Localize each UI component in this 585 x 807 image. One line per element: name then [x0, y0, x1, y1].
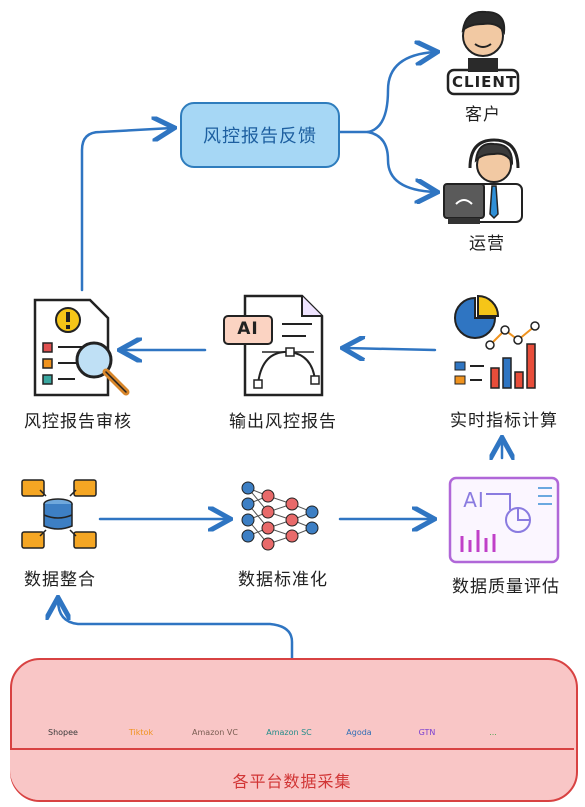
- platform-label: Amazon SC: [266, 728, 312, 737]
- client-badge: CLIENT: [452, 73, 518, 91]
- arrow-to-client: [366, 52, 435, 134]
- platform-panel-title: 各平台数据采集: [232, 772, 352, 791]
- output-label: 输出风控报告: [229, 412, 337, 432]
- flow-arrows: [58, 52, 502, 660]
- operator-icon: [443, 138, 523, 224]
- arrow-metrics-to-output: [345, 348, 437, 350]
- platform-label: ...: [489, 728, 497, 737]
- standardize-label: 数据标准化: [238, 570, 328, 590]
- platform-label: Agoda: [346, 728, 372, 737]
- platform-label: Amazon VC: [192, 728, 238, 737]
- client-label: 客户: [465, 105, 501, 125]
- integrate-label: 数据整合: [24, 570, 96, 590]
- quality-ai-badge: AI: [463, 488, 485, 512]
- ai-badge: AI: [237, 319, 259, 339]
- arrow-platforms-to-integrate: [58, 600, 294, 660]
- neural-network-icon: [241, 481, 319, 551]
- arrow-to-ops: [366, 130, 435, 192]
- platform-panel-footer: [10, 748, 574, 800]
- report-audit-icon: [33, 298, 130, 397]
- data-integration-icon: [21, 479, 97, 549]
- platform-label: Tiktok: [128, 728, 154, 737]
- ai-dashboard-icon: [448, 476, 560, 564]
- feedback-node: 风控报告反馈: [180, 102, 340, 168]
- ops-label: 运营: [469, 234, 505, 254]
- audit-label: 风控报告审核: [24, 412, 132, 432]
- arrow-audit-to-feedback: [80, 128, 172, 292]
- metrics-label: 实时指标计算: [450, 411, 558, 431]
- platform-label: GTN: [418, 728, 436, 737]
- client-icon: [446, 10, 520, 96]
- ai-report-icon: [223, 294, 324, 397]
- quality-label: 数据质量评估: [452, 577, 560, 597]
- platform-label: Shopee: [48, 728, 78, 737]
- metrics-chart-icon: [454, 294, 540, 389]
